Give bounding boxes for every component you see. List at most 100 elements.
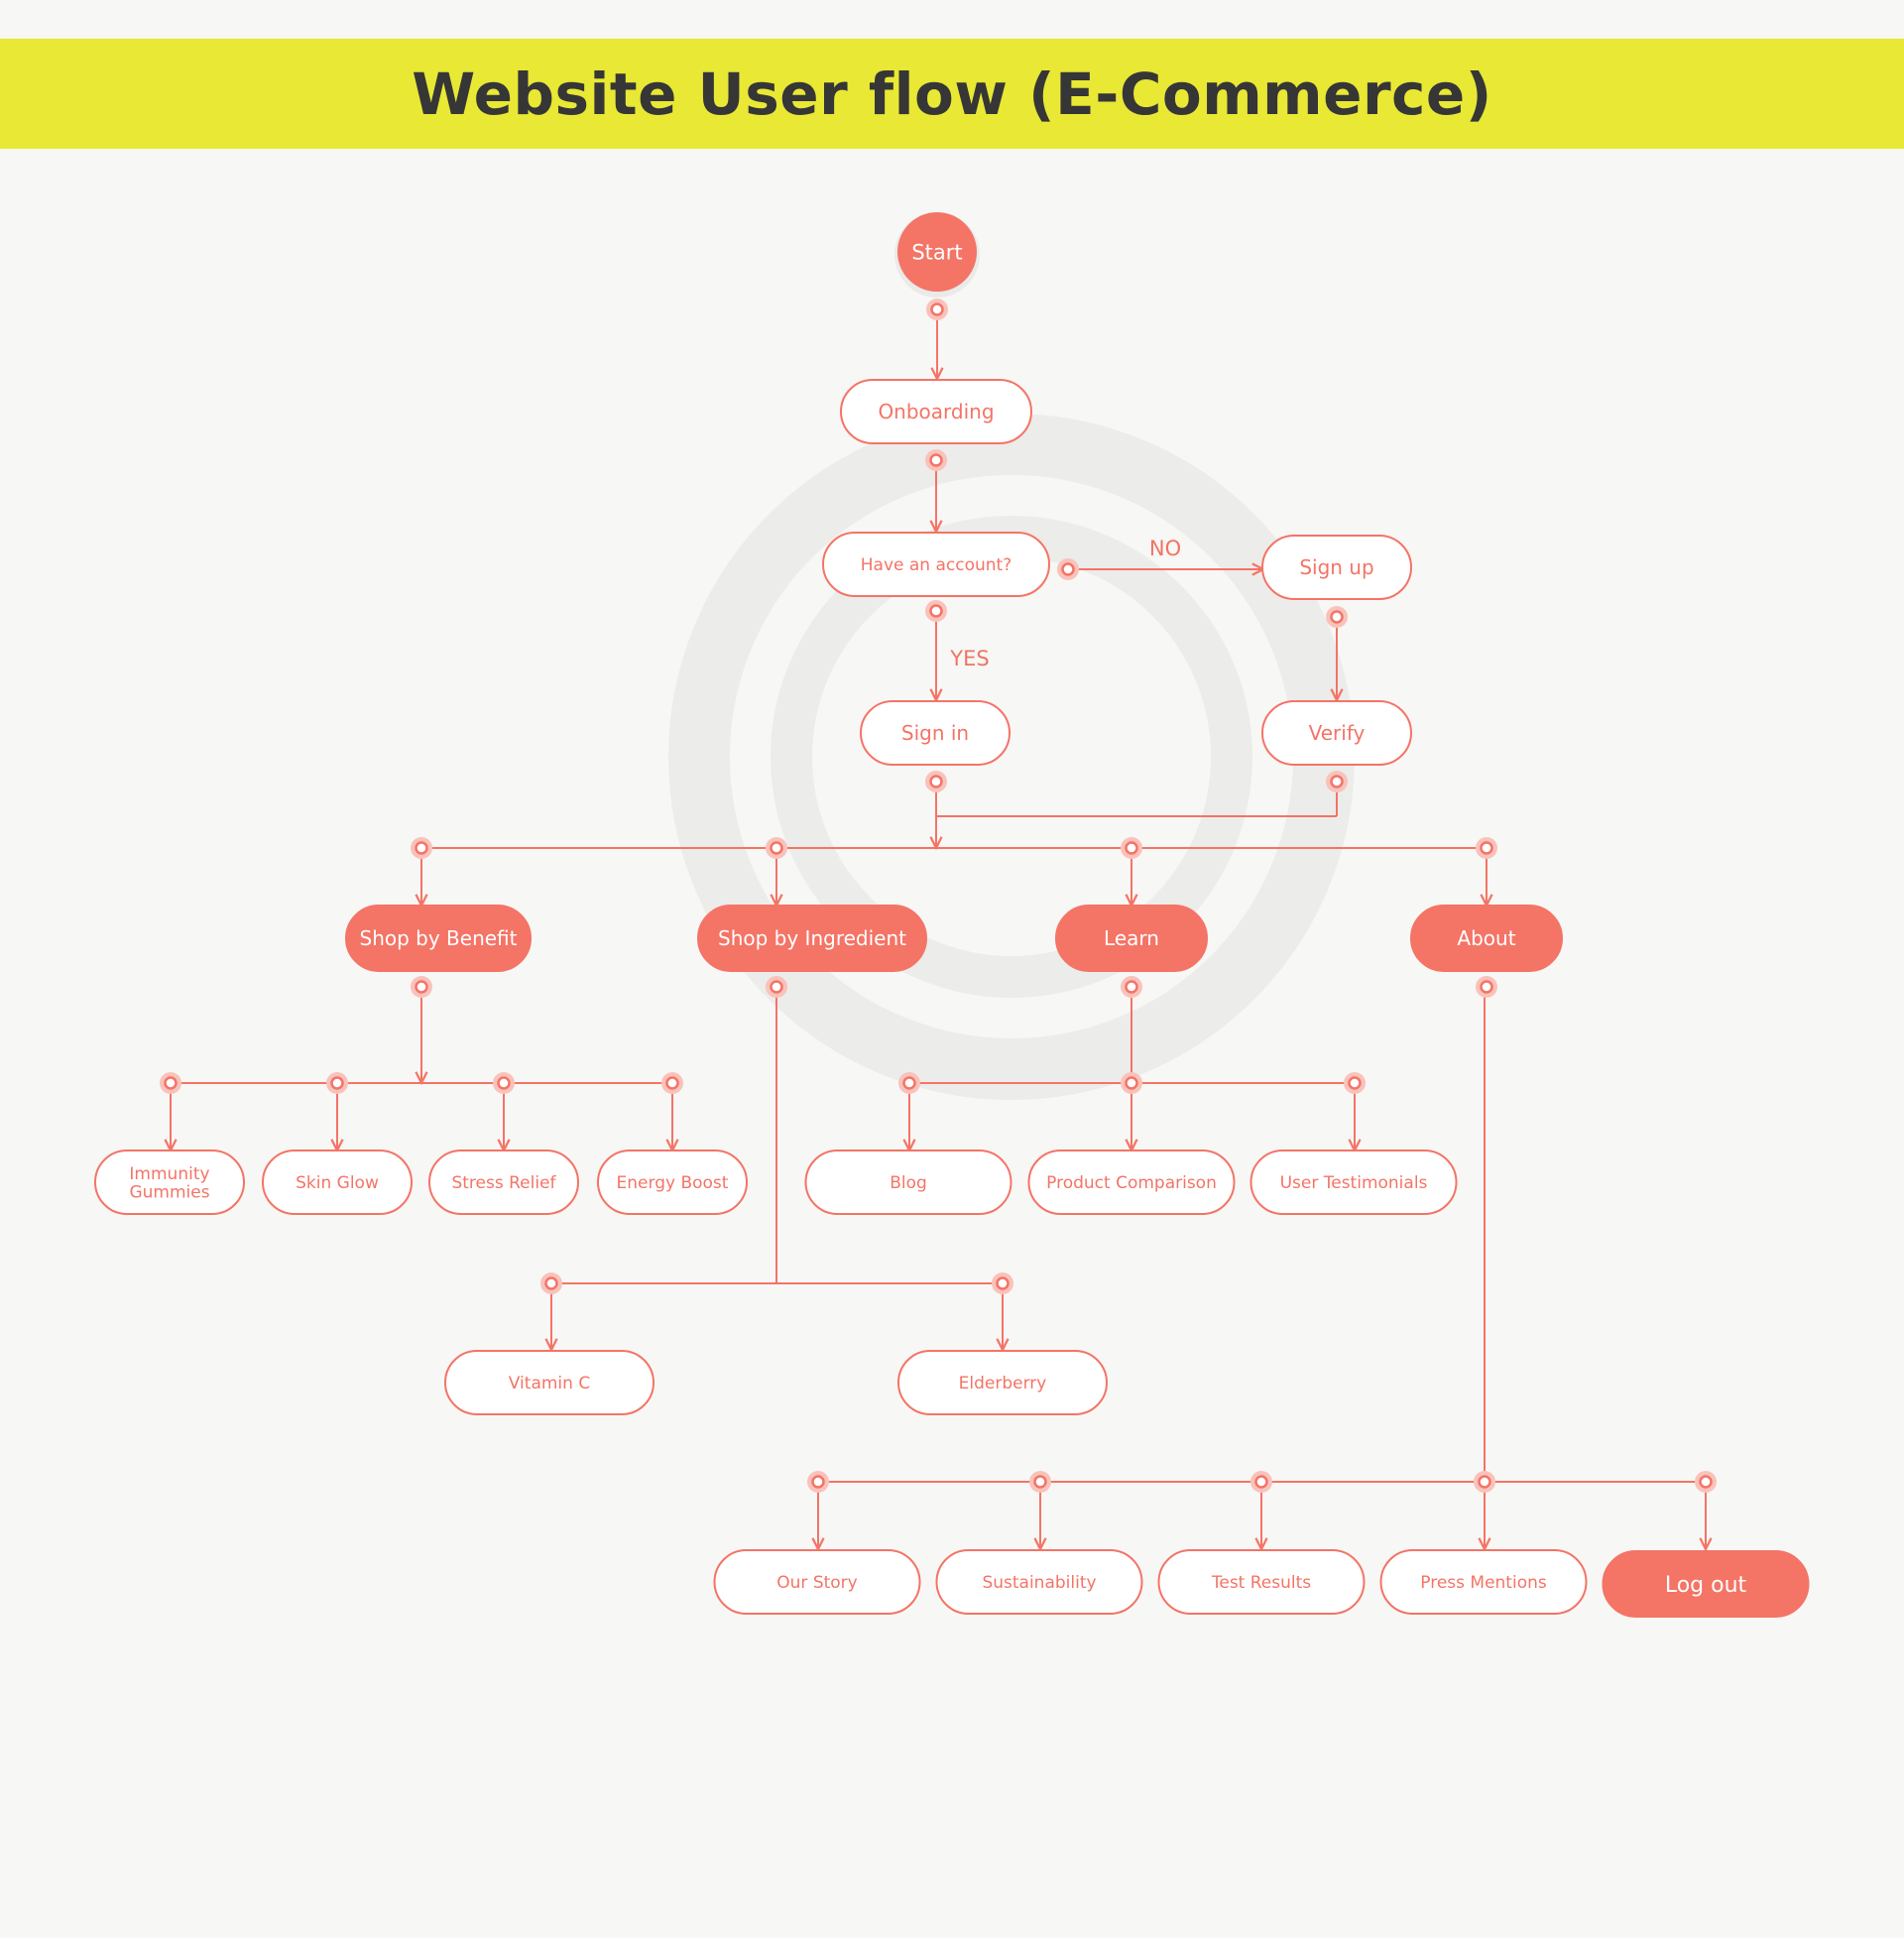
- connector-dot: [1695, 1471, 1717, 1493]
- connector-dot: [493, 1072, 515, 1094]
- node-shop-ingredient[interactable]: Shop by Ingredient: [697, 905, 927, 972]
- connector-dot: [1057, 558, 1079, 580]
- node-label: Sustainability: [982, 1573, 1096, 1593]
- node-shape: [94, 1150, 245, 1215]
- node-shape: [1027, 1150, 1236, 1215]
- connector-dot: [898, 1072, 920, 1094]
- page-title: Website User flow (E-Commerce): [412, 60, 1492, 128]
- edge-label-no: NO: [1149, 537, 1181, 560]
- node-product-comparison[interactable]: Product Comparison: [1027, 1150, 1236, 1215]
- connector-dot: [661, 1072, 683, 1094]
- node-shape: [1261, 700, 1412, 766]
- node-sustainability[interactable]: Sustainability: [935, 1549, 1143, 1615]
- node-skin-glow[interactable]: Skin Glow: [262, 1150, 413, 1215]
- connector-dot: [926, 299, 948, 320]
- node-label: Elderberry: [959, 1374, 1047, 1393]
- node-sign-in[interactable]: Sign in: [860, 700, 1011, 766]
- node-label: Blog: [890, 1173, 927, 1193]
- node-shape: [897, 212, 977, 292]
- node-log-out[interactable]: Log out: [1602, 1550, 1810, 1618]
- node-blog[interactable]: Blog: [804, 1150, 1012, 1215]
- node-label: Product Comparison: [1046, 1173, 1217, 1193]
- connector-dot: [1326, 771, 1348, 792]
- node-shape: [1055, 905, 1208, 972]
- connector-dot: [411, 837, 432, 859]
- node-label: Have an account?: [861, 555, 1012, 575]
- connector-dot: [326, 1072, 348, 1094]
- node-shape: [697, 905, 927, 972]
- edge-label-yes: YES: [949, 647, 989, 670]
- connector-dot: [411, 976, 432, 998]
- node-press-mentions[interactable]: Press Mentions: [1379, 1549, 1588, 1615]
- connector-dot: [1121, 976, 1142, 998]
- connector-dot: [1121, 1072, 1142, 1094]
- node-label: Onboarding: [878, 400, 994, 424]
- node-have-account[interactable]: Have an account?: [822, 532, 1050, 597]
- node-label: Energy Boost: [617, 1173, 729, 1193]
- node-onboarding[interactable]: Onboarding: [840, 379, 1032, 444]
- node-vitamin-c[interactable]: Vitamin C: [444, 1350, 654, 1415]
- connector-dot: [992, 1272, 1013, 1294]
- node-label: Log out: [1665, 1573, 1747, 1598]
- node-label: Sign in: [901, 721, 969, 745]
- connector-dot: [1121, 837, 1142, 859]
- connector-dot: [766, 837, 787, 859]
- connector-dot: [160, 1072, 181, 1094]
- node-shape: [822, 532, 1050, 597]
- node-learn[interactable]: Learn: [1055, 905, 1208, 972]
- node-sign-up[interactable]: Sign up: [1261, 535, 1412, 600]
- node-shop-benefit[interactable]: Shop by Benefit: [345, 905, 532, 972]
- node-shape: [713, 1549, 921, 1615]
- node-shape: [935, 1549, 1143, 1615]
- node-stress-relief[interactable]: Stress Relief: [428, 1150, 579, 1215]
- connector-dot: [1250, 1471, 1272, 1493]
- node-shape: [444, 1350, 654, 1415]
- node-our-story[interactable]: Our Story: [713, 1549, 921, 1615]
- flow-connectors: [171, 309, 1706, 1549]
- node-label: Press Mentions: [1420, 1573, 1547, 1593]
- title-banner: Website User flow (E-Commerce): [0, 39, 1904, 149]
- node-label: Skin Glow: [296, 1173, 379, 1193]
- node-shape: [840, 379, 1032, 444]
- node-elderberry[interactable]: Elderberry: [897, 1350, 1108, 1415]
- node-label: User Testimonials: [1280, 1173, 1428, 1193]
- node-test-results[interactable]: Test Results: [1157, 1549, 1366, 1615]
- node-about[interactable]: About: [1410, 905, 1563, 972]
- node-shape: [345, 905, 532, 972]
- node-shape: [1602, 1550, 1810, 1618]
- node-label: Start: [911, 241, 962, 265]
- connector-dot: [766, 976, 787, 998]
- connector-dots: [160, 299, 1717, 1493]
- node-shape: [597, 1150, 748, 1215]
- node-shape: [1410, 905, 1563, 972]
- edge-labels: NO YES: [949, 537, 1181, 670]
- connector-dot: [1344, 1072, 1366, 1094]
- node-label: Learn: [1104, 926, 1159, 950]
- node-shape: [262, 1150, 413, 1215]
- connector-dot: [1326, 606, 1348, 628]
- node-shape: [1250, 1150, 1458, 1215]
- node-user-testimonials[interactable]: User Testimonials: [1250, 1150, 1458, 1215]
- node-label: Shop by Benefit: [360, 926, 518, 950]
- connector-dot: [1029, 1471, 1051, 1493]
- node-label: Stress Relief: [451, 1173, 556, 1193]
- node-shape: [1379, 1549, 1588, 1615]
- node-shape: [1261, 535, 1412, 600]
- connector-dot: [925, 600, 947, 622]
- node-shape: [897, 1350, 1108, 1415]
- connector-dot: [1474, 1471, 1495, 1493]
- node-shape: [428, 1150, 579, 1215]
- connector-dot: [807, 1471, 829, 1493]
- node-label: Immunity: [129, 1164, 209, 1184]
- node-label: About: [1457, 926, 1515, 950]
- node-shape: [860, 700, 1011, 766]
- node-label: Gummies: [129, 1182, 209, 1202]
- node-energy-boost[interactable]: Energy Boost: [597, 1150, 748, 1215]
- node-start[interactable]: Start: [894, 212, 980, 298]
- node-label: Vitamin C: [509, 1374, 590, 1393]
- node-label: Shop by Ingredient: [718, 926, 906, 950]
- node-verify[interactable]: Verify: [1261, 700, 1412, 766]
